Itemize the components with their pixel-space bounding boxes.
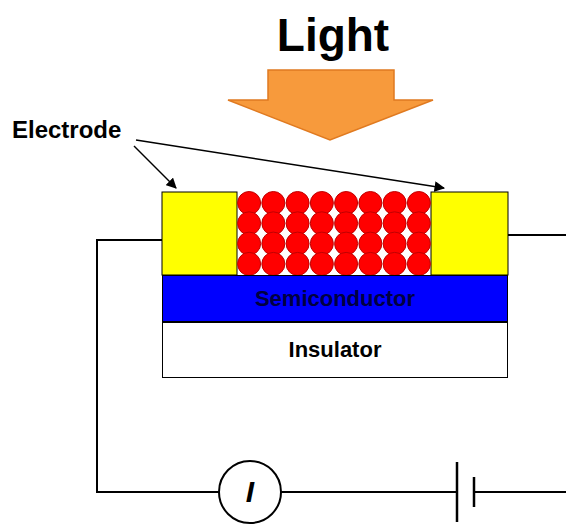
nanoparticle: [238, 232, 261, 255]
nanoparticle: [407, 212, 430, 235]
nanoparticle: [286, 252, 309, 275]
battery-symbol: [456, 462, 459, 522]
ammeter-circle: [219, 461, 281, 523]
nanoparticle: [262, 212, 285, 235]
nanoparticle: [383, 212, 406, 235]
nanoparticle: [359, 192, 382, 215]
insulator-layer: Insulator: [162, 322, 508, 378]
layer-name: Insulator: [289, 337, 382, 363]
nanoparticle: [238, 252, 261, 275]
nanoparticle: [383, 192, 406, 215]
nanoparticle: [286, 212, 309, 235]
nanoparticle: [335, 232, 358, 255]
nanoparticle: [359, 252, 382, 275]
nanoparticle: [310, 252, 333, 275]
circuit-wire: [508, 234, 566, 236]
nanoparticle: [359, 232, 382, 255]
nanoparticle: [262, 252, 285, 275]
semiconductor-layer: Semiconductor: [162, 275, 508, 322]
nanoparticle: [335, 212, 358, 235]
leader-line: [136, 140, 444, 188]
nanoparticle: [310, 232, 333, 255]
nanoparticle: [335, 252, 358, 275]
part-label: Electrode: [12, 116, 121, 144]
nanoparticle: [262, 192, 285, 215]
light-arrow: [228, 70, 433, 140]
meter-letter: I: [246, 475, 254, 509]
nanoparticle: [286, 232, 309, 255]
electrode-block: [431, 192, 508, 275]
light-label: Light: [233, 8, 433, 62]
circuit-wire: [474, 491, 566, 493]
nanoparticle: [359, 212, 382, 235]
circuit-wire: [280, 491, 457, 493]
nanoparticle: [310, 192, 333, 215]
nanoparticle: [335, 192, 358, 215]
leader-line: [134, 146, 176, 188]
nanoparticle: [310, 212, 333, 235]
nanoparticle: [383, 232, 406, 255]
ammeter-symbol: I: [217, 459, 283, 525]
electrode-block: [162, 192, 237, 275]
nanoparticle: [238, 212, 261, 235]
layer-name: Semiconductor: [255, 286, 415, 312]
nanoparticle: [407, 192, 430, 215]
nanoparticle: [262, 232, 285, 255]
nanoparticle: [383, 252, 406, 275]
nanoparticle-layer: [238, 192, 431, 276]
nanoparticle: [238, 192, 261, 215]
nanoparticle: [407, 252, 430, 275]
nanoparticle: [286, 192, 309, 215]
nanoparticle: [407, 232, 430, 255]
